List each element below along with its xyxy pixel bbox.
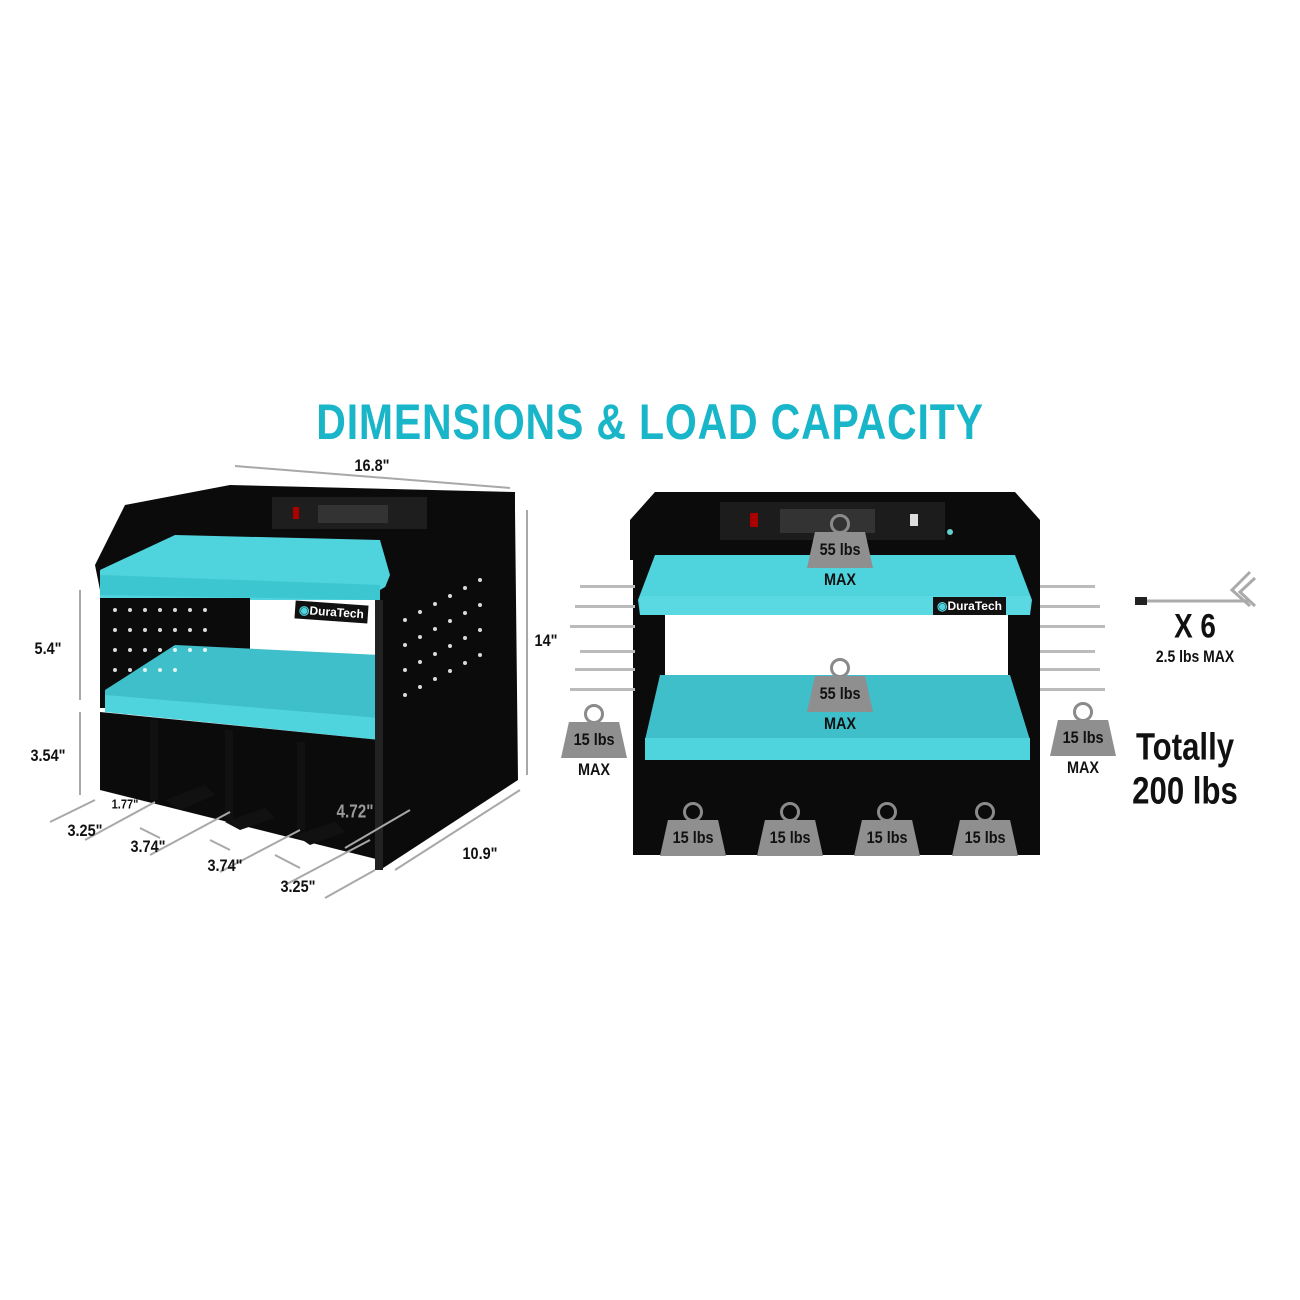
max-label-top: MAX <box>823 570 857 589</box>
dim-slot-3: 3.74" <box>207 856 243 875</box>
dim-depth: 10.9" <box>462 844 498 863</box>
total-label: Totally <box>1135 726 1235 769</box>
weight-icon-left-side: 15 lbs <box>561 704 627 760</box>
dim-height: 14" <box>534 631 558 650</box>
total-value: 200 lbs <box>1132 770 1238 813</box>
weight-icon-slot-3: 15 lbs <box>854 802 920 858</box>
max-label-middle: MAX <box>823 714 857 733</box>
dim-slot-2: 3.74" <box>130 837 166 856</box>
dim-width: 16.8" <box>354 456 390 475</box>
dimension-arrows <box>49 465 528 899</box>
dim-slot-1: 3.25" <box>67 821 103 840</box>
peg-hook-icon <box>1135 570 1257 608</box>
brand-logo-right: ◉DuraTech <box>933 597 1006 615</box>
dim-upper-gap: 5.4" <box>34 639 62 658</box>
weight-icon-right-side: 15 lbs <box>1050 702 1116 758</box>
weight-icon-slot-4: 15 lbs <box>952 802 1018 858</box>
weight-icon-slot-2: 15 lbs <box>757 802 823 858</box>
dim-slot-4: 3.25" <box>280 877 316 896</box>
dim-slot-depth: 4.72" <box>336 801 374 822</box>
dim-slot-gap: 1.77" <box>111 796 139 812</box>
hooks-max: 2.5 lbs MAX <box>1155 647 1235 666</box>
left-shelf-drawing <box>95 485 518 870</box>
weight-icon-top-shelf: 55 lbs <box>807 514 873 570</box>
hooks-count: X 6 <box>1174 607 1216 646</box>
max-label-right: MAX <box>1066 758 1100 777</box>
weight-icon-slot-1: 15 lbs <box>660 802 726 858</box>
peg-hooks <box>570 585 1105 691</box>
dim-lower-gap: 3.54" <box>30 746 66 765</box>
max-label-left: MAX <box>577 760 611 779</box>
weight-icon-middle-shelf: 55 lbs <box>807 658 873 714</box>
page-title: DIMENSIONS & LOAD CAPACITY <box>316 394 984 450</box>
